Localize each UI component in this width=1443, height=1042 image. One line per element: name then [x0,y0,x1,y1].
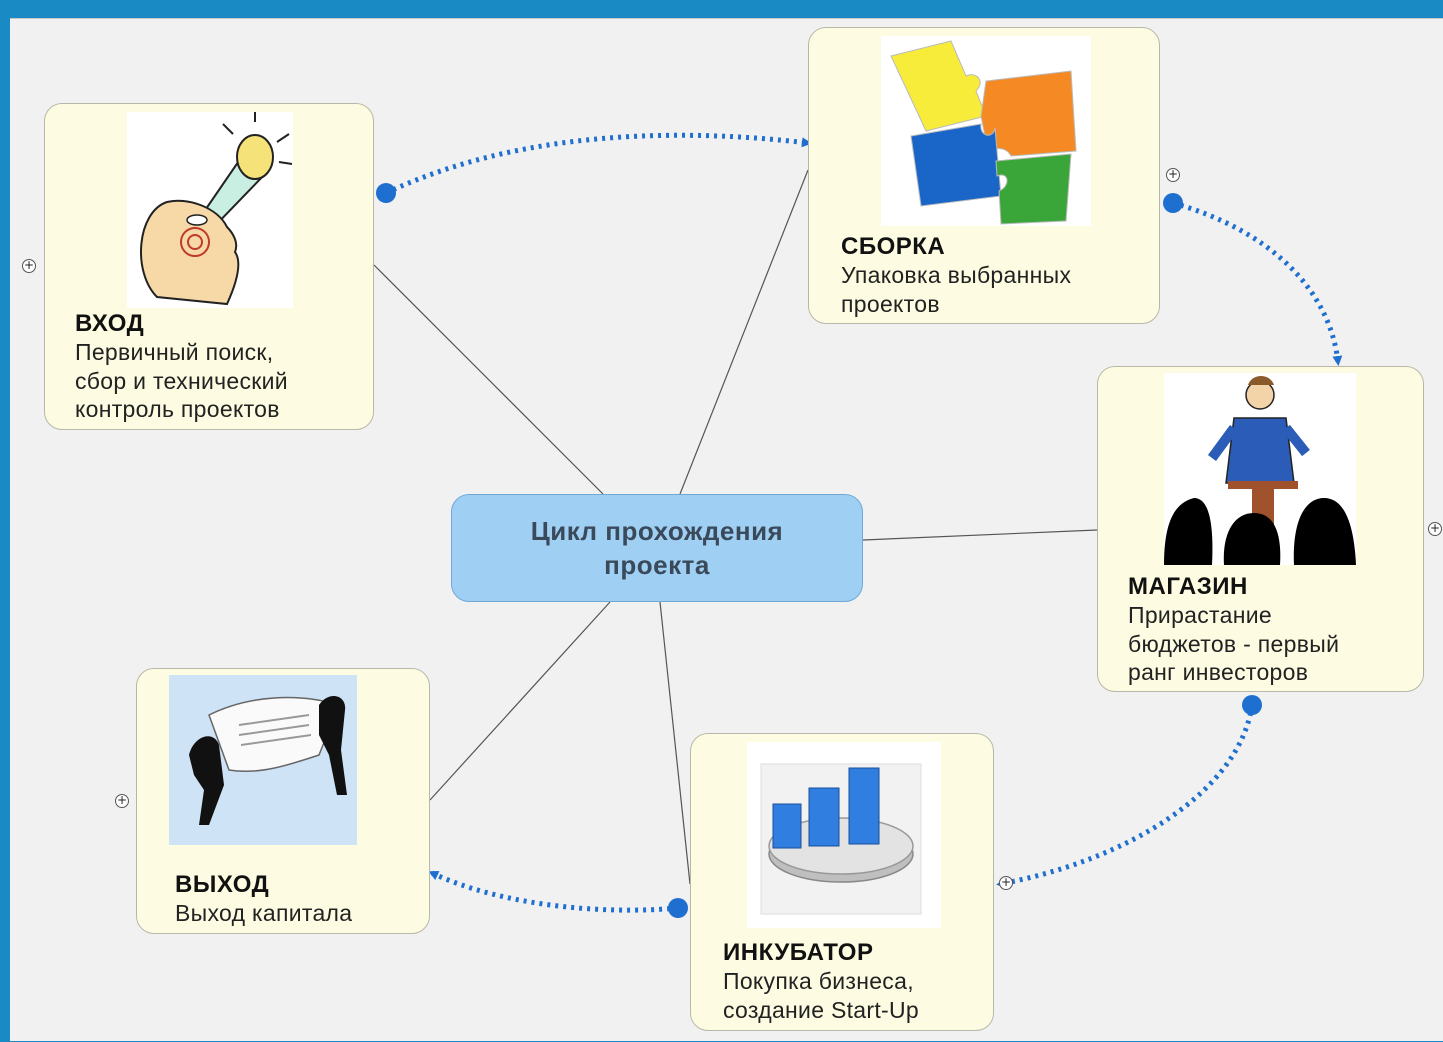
description-line: Первичный поиск, [75,339,274,365]
description-line: Прирастание [1128,602,1272,628]
central-topic[interactable]: Цикл прохождения проекта [451,494,863,602]
presenter-audience-icon [1164,373,1356,565]
description-line: бюджетов - первый [1128,630,1340,657]
node-description: Первичный поиск, сбор и технический конт… [75,338,288,424]
description-line: Покупка бизнеса, [723,968,914,994]
expand-toggle-icon[interactable]: + [22,258,36,273]
node-description: Выход капитала [175,899,352,928]
node-description: Прирастание бюджетов - первый ранг инвес… [1128,601,1339,687]
description-line: сбор и технический [75,367,288,394]
node-title: МАГАЗИН [1128,573,1248,600]
expand-toggle-icon[interactable]: + [999,875,1013,890]
description-line: проектов [841,290,940,317]
central-topic-line: проекта [604,550,710,580]
node-vyhod[interactable]: ВЫХОД Выход капитала [136,668,430,934]
node-magazin[interactable]: МАГАЗИН Прирастание бюджетов - первый ра… [1097,366,1424,692]
idea-head-icon [127,112,293,308]
node-description: Упаковка выбранных проектов [841,261,1071,318]
document-handover-icon [169,675,357,845]
description-line: создание Start-Up [723,996,920,1023]
puzzle-icon [881,36,1091,226]
node-title: СБОРКА [841,233,946,260]
description-line: ранг инвесторов [1128,659,1309,685]
node-description: Покупка бизнеса, создание Start-Up [723,967,919,1024]
expand-toggle-icon[interactable]: + [1428,521,1442,536]
node-title: ВЫХОД [175,871,270,898]
description-line: контроль проектов [75,396,280,422]
node-title: ИНКУБАТОР [723,939,874,966]
expand-toggle-icon[interactable]: + [1166,167,1180,182]
node-vhod[interactable]: ВХОД Первичный поиск, сбор и технический… [44,103,374,430]
node-sborka[interactable]: СБОРКА Упаковка выбранных проектов [808,27,1160,324]
description-line: Выход капитала [175,900,353,926]
description-line: Упаковка выбранных [841,262,1072,288]
node-inkubator[interactable]: ИНКУБАТОР Покупка бизнеса, создание Star… [690,733,994,1031]
central-topic-line: Цикл прохождения [530,516,784,546]
node-title: ВХОД [75,310,145,337]
expand-toggle-icon[interactable]: + [115,793,129,808]
bar-chart-icon [747,742,941,928]
